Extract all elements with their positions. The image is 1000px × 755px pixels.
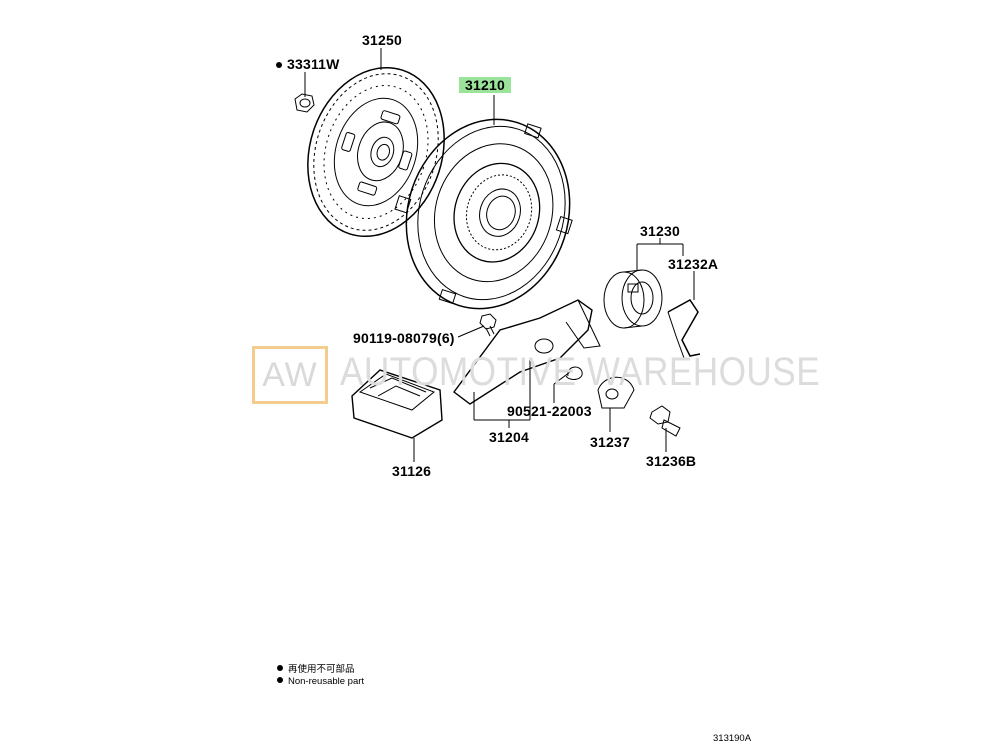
legend-text-japanese: 再使用不可部品	[288, 664, 355, 675]
legend-line-english: Non-reusable part	[277, 676, 364, 687]
part-number-text: 33311W	[287, 56, 340, 72]
bolt-drawing	[479, 313, 497, 337]
boot-drawing	[351, 369, 443, 439]
label-part-31232a: 31232A	[668, 256, 719, 272]
clip-drawing	[667, 299, 701, 359]
release-bearing-drawing	[603, 269, 663, 329]
pivot-drawing	[597, 376, 635, 409]
release-fork-drawing	[453, 299, 601, 405]
label-part-33311w: 33311W	[276, 56, 340, 72]
watermark-logo: AW	[252, 346, 328, 404]
label-part-31126: 31126	[392, 463, 432, 479]
legend-text-english: Non-reusable part	[288, 676, 365, 687]
clutch-disc-drawing	[307, 66, 445, 238]
legend-line-japanese: 再使用不可部品	[277, 664, 355, 675]
non-reusable-bullet-icon	[276, 62, 282, 68]
label-part-31230: 31230	[640, 223, 680, 239]
label-part-31204: 31204	[489, 429, 529, 445]
watermark-text: AUTOMOTIVE WAREHOUSE	[340, 350, 821, 394]
label-part-31237: 31237	[590, 434, 630, 450]
stud-drawing	[649, 405, 681, 437]
label-part-31236b: 31236B	[646, 453, 697, 469]
spring-drawing	[565, 366, 583, 380]
label-part-31210-highlighted: 31210	[459, 77, 511, 93]
legend-bullet-icon	[277, 677, 283, 683]
label-part-90119: 90119-08079(6)	[353, 330, 455, 346]
figure-code: 313190A	[713, 733, 752, 744]
label-part-90521: 90521-22003	[507, 403, 592, 419]
nut-drawing	[294, 93, 315, 113]
pressure-plate-drawing	[394, 118, 573, 310]
legend-bullet-icon	[277, 665, 283, 671]
label-part-31250: 31250	[362, 32, 402, 48]
leader-lines	[304, 48, 695, 462]
